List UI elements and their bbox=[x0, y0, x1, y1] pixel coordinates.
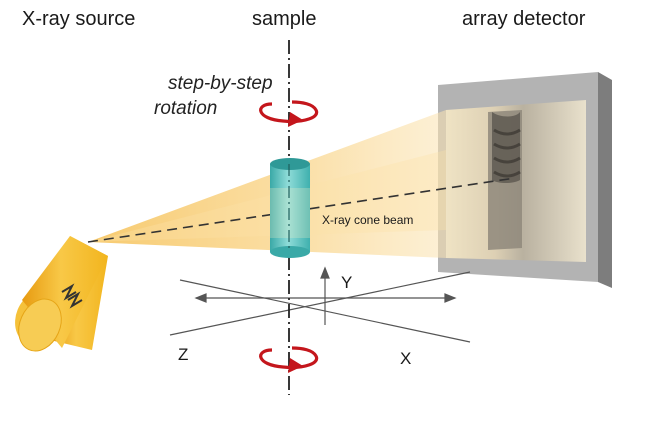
radiation-icon bbox=[61, 283, 83, 309]
rotation-label-line1: step-by-step bbox=[168, 73, 273, 94]
xray-cone-beam bbox=[88, 110, 446, 258]
axis-x-label: X bbox=[400, 349, 412, 368]
array-detector-label: array detector bbox=[462, 8, 586, 30]
xray-source-label: X-ray source bbox=[22, 8, 136, 30]
rotation-icon bbox=[259, 100, 319, 127]
rotation-icon bbox=[259, 346, 319, 373]
coordinate-axes bbox=[169, 266, 471, 343]
rotation-label-line2: rotation bbox=[154, 98, 218, 119]
axis-z-label: Z bbox=[178, 345, 189, 364]
sample-label: sample bbox=[252, 8, 317, 30]
axis-y-label: Y bbox=[341, 273, 353, 292]
beam-label: X-ray cone beam bbox=[322, 213, 414, 227]
sample-cylinder bbox=[270, 158, 310, 258]
array-detector bbox=[438, 72, 612, 288]
xray-source-tube bbox=[15, 236, 108, 352]
